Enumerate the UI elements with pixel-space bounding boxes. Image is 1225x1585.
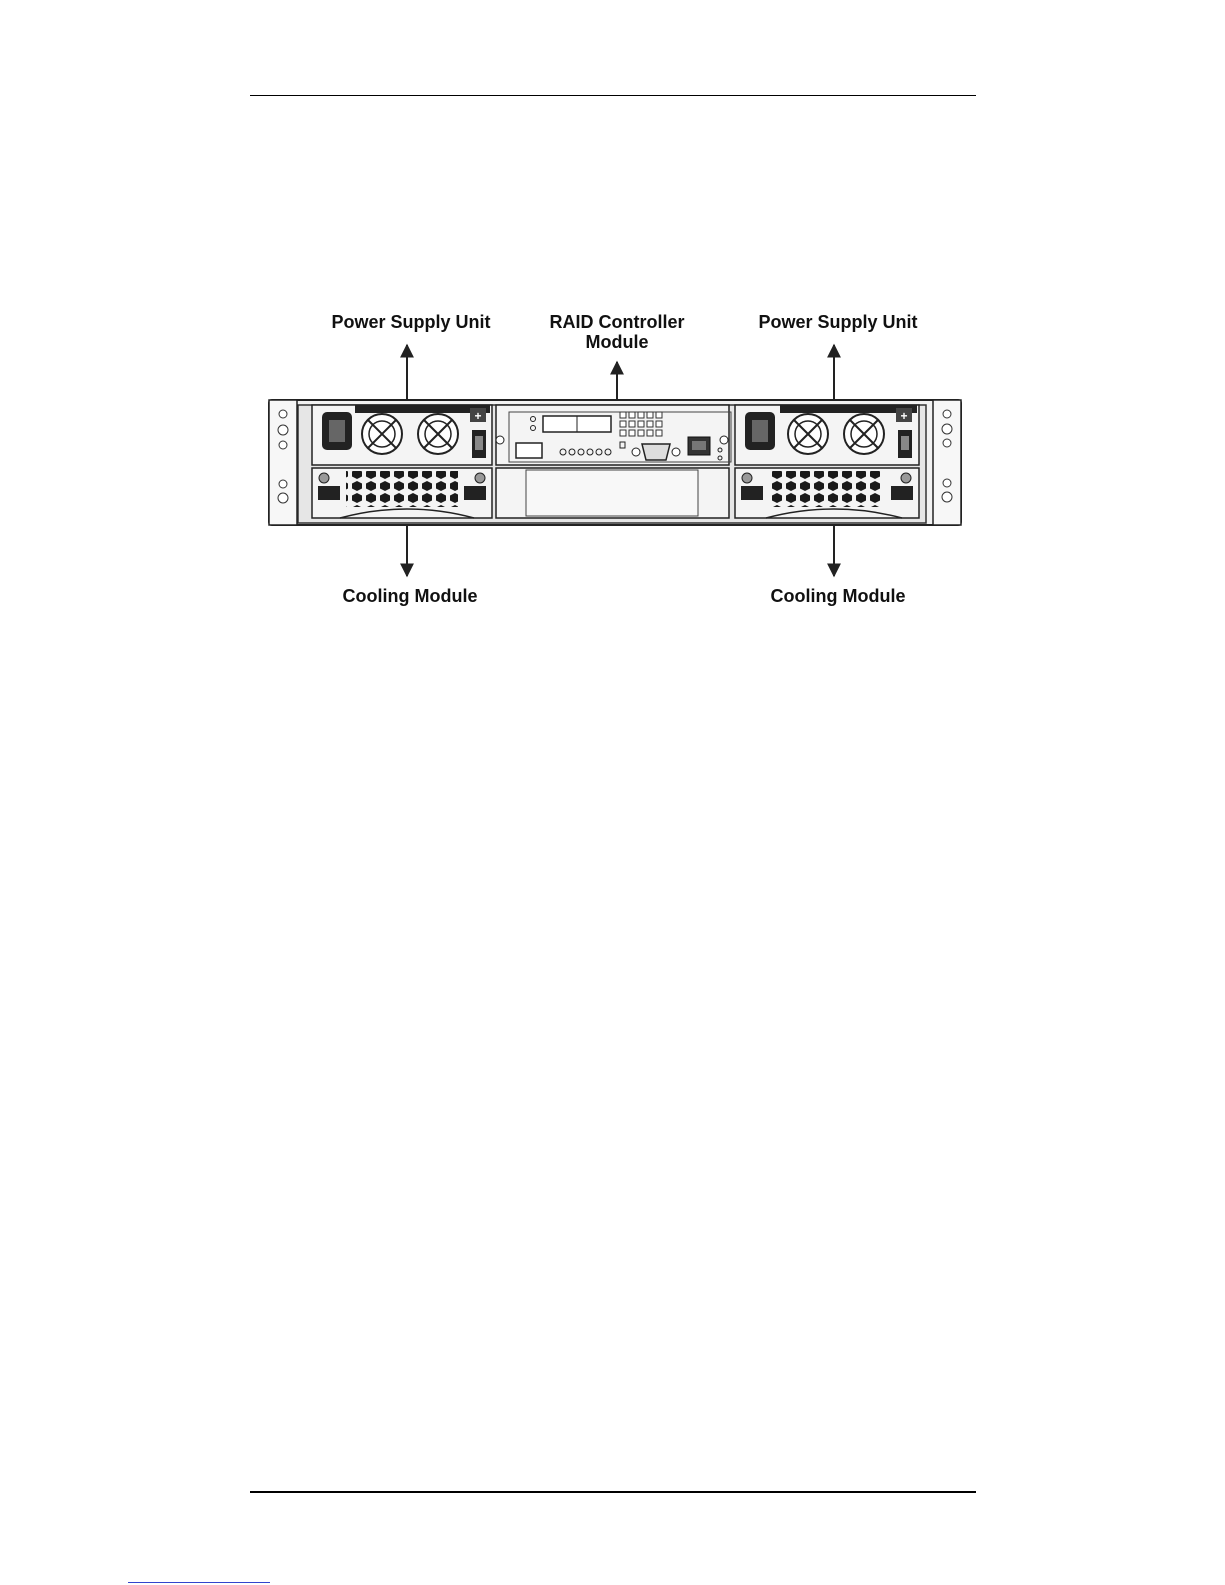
cooling-module-left xyxy=(312,468,492,518)
callout-raid-line1: RAID Controller xyxy=(550,312,685,332)
fan-icon xyxy=(362,414,402,454)
callout-cooling-left: Cooling Module xyxy=(343,586,478,606)
rack-ear-left xyxy=(269,400,297,525)
fan-icon xyxy=(844,414,884,454)
callout-cooling-right: Cooling Module xyxy=(771,586,906,606)
usb-port-icon xyxy=(516,443,542,458)
svg-text:+: + xyxy=(474,409,481,423)
psu-right: + xyxy=(735,405,919,465)
blank-bay xyxy=(496,468,729,518)
psu-left: + xyxy=(312,405,492,465)
cooling-module-right xyxy=(735,468,919,518)
vent-grid xyxy=(620,412,662,436)
callout-psu-left: Power Supply Unit xyxy=(331,312,490,332)
ethernet-port-icon xyxy=(688,437,710,455)
callout-raid-line2: Module xyxy=(586,332,649,352)
rack-ear-right xyxy=(933,400,961,525)
fan-icon xyxy=(788,414,828,454)
raid-controller-module xyxy=(496,405,731,465)
fan-icon xyxy=(418,414,458,454)
callout-psu-right: Power Supply Unit xyxy=(758,312,917,332)
svg-text:+: + xyxy=(900,409,907,423)
